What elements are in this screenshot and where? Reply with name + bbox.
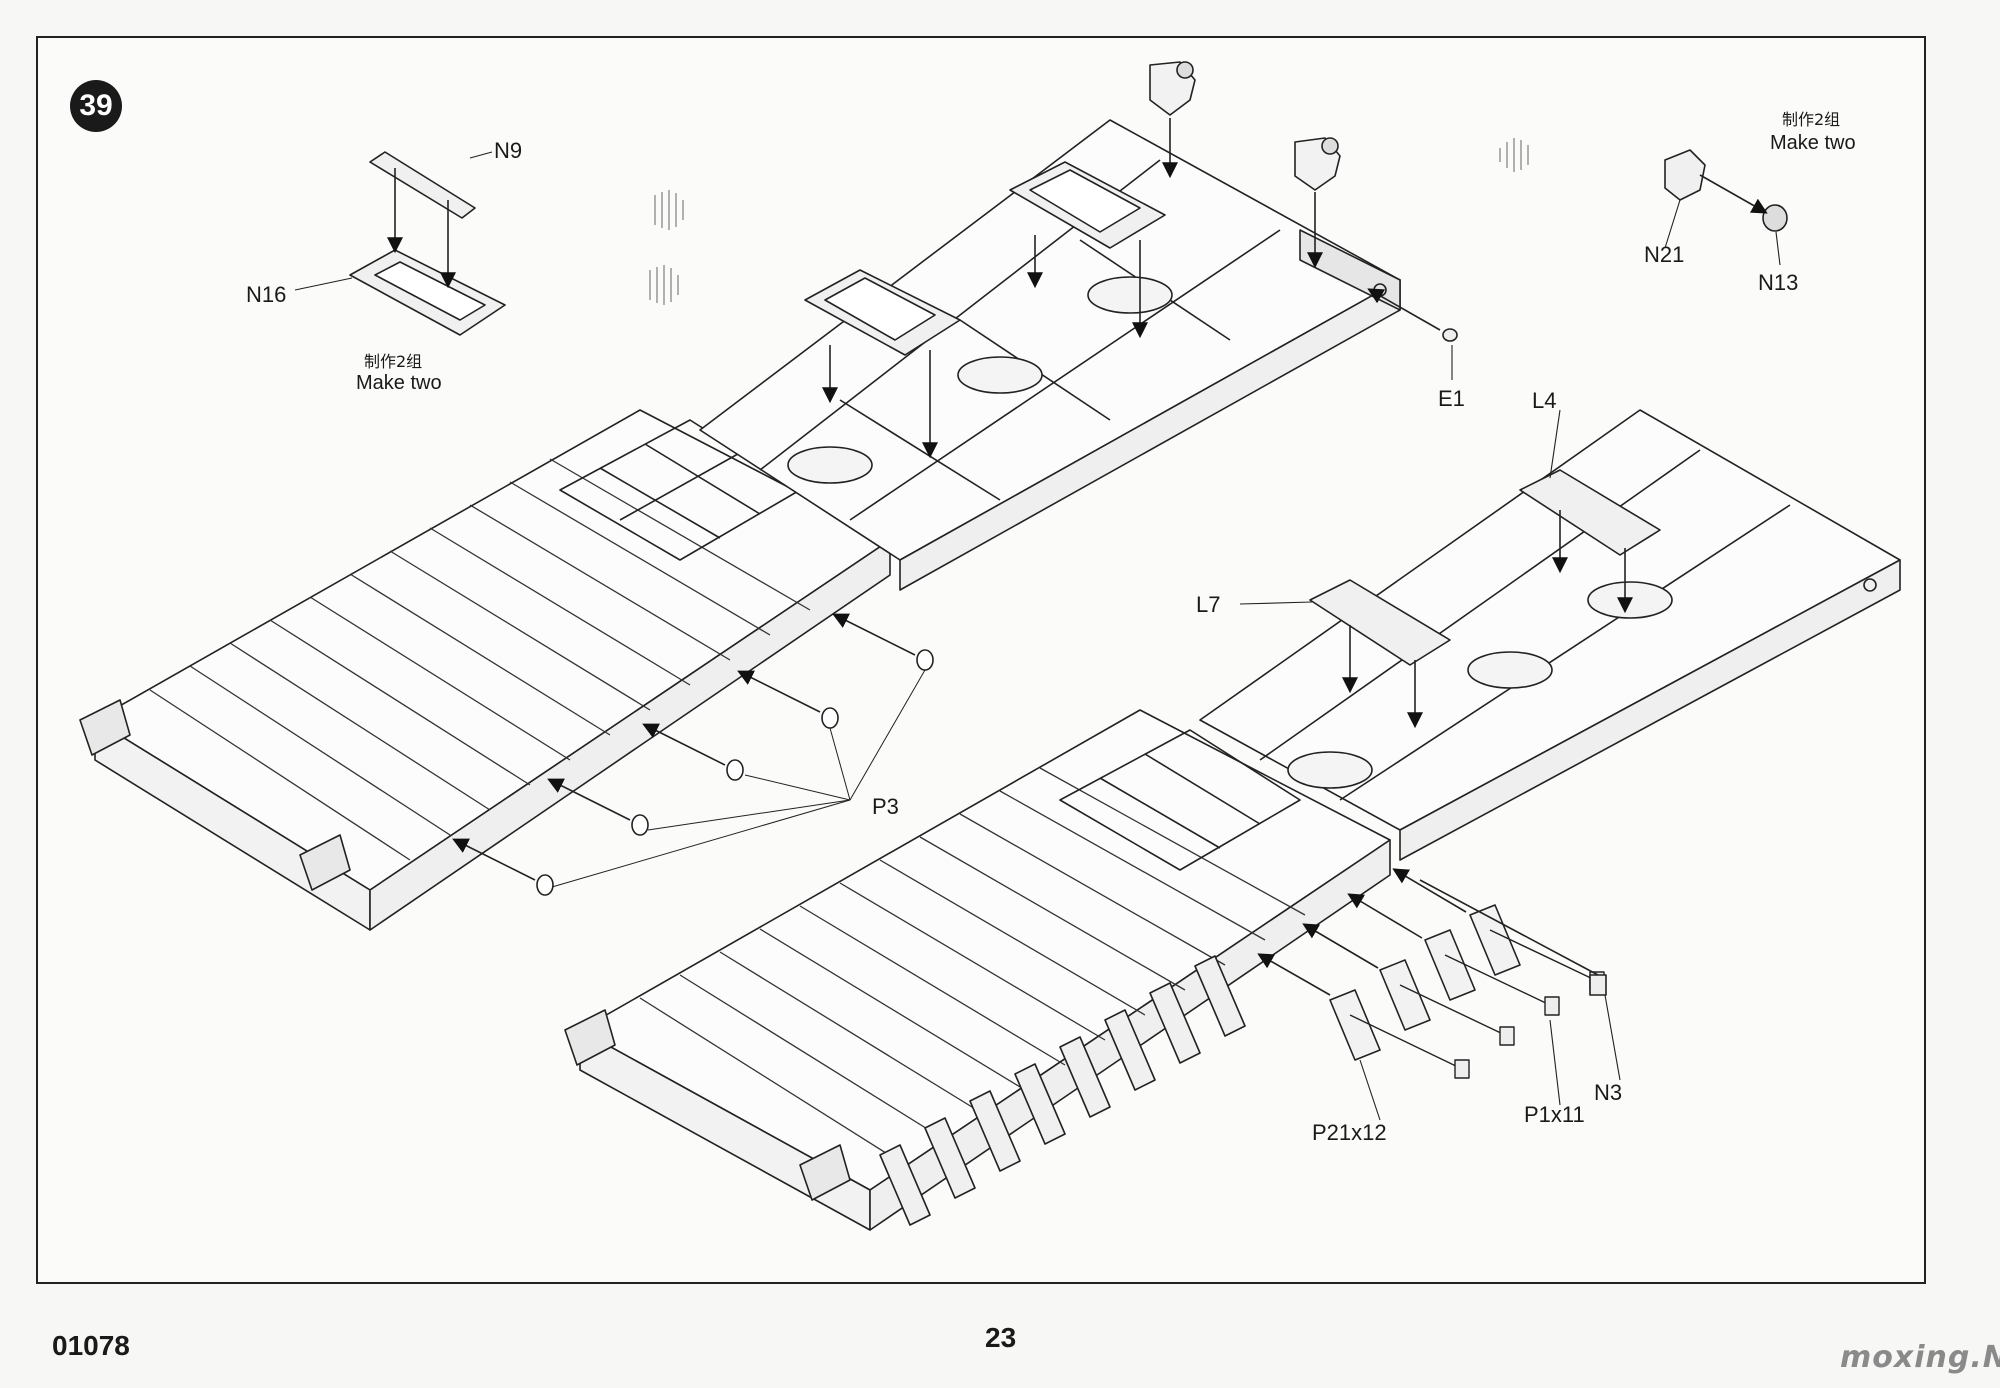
clip-part-2	[1294, 137, 1341, 191]
right-trailer-deck	[564, 409, 1901, 1231]
direction-hatch-marks	[649, 138, 1529, 305]
bracket-part-upper-1	[804, 269, 961, 356]
label-n16: N16	[246, 282, 287, 307]
p21-outrigger-parts	[1329, 904, 1521, 1061]
n21-part	[1664, 149, 1706, 201]
label-n3: N3	[1594, 1080, 1623, 1105]
note-right-en: Make two	[1770, 132, 1856, 154]
l7-bracket	[1309, 579, 1451, 729]
n3-end-cap	[1419, 879, 1607, 996]
p1-arms	[1349, 929, 1605, 1079]
label-p1x11: P1x11	[1524, 1102, 1585, 1127]
label-n13: N13	[1758, 270, 1799, 295]
n16-bracket	[349, 168, 506, 336]
n13-part	[1699, 174, 1788, 232]
page-number: 23	[985, 1322, 1017, 1353]
l4-bracket	[1519, 469, 1661, 614]
e1-pin	[1367, 288, 1458, 342]
watermark: moxing.NET	[1840, 1340, 2000, 1375]
note-left-en: Make two	[356, 372, 442, 394]
label-p21x12: P21x12	[1312, 1120, 1387, 1145]
clip-part-1	[1149, 61, 1196, 116]
label-n21: N21	[1644, 242, 1685, 267]
left-trailer-deck	[79, 119, 1401, 931]
label-p3: P3	[872, 794, 899, 819]
note-right-cn: 制作2组	[1782, 110, 1841, 129]
label-l4: L4	[1532, 388, 1557, 413]
p3-washers	[452, 613, 934, 896]
label-n9: N9	[494, 138, 523, 163]
note-left-cn: 制作2组	[364, 352, 423, 371]
step-number-badge: 39	[70, 80, 122, 132]
bracket-part-upper-2	[1009, 161, 1166, 249]
n9-plate	[369, 151, 476, 219]
label-l7: L7	[1196, 592, 1221, 617]
label-e1: E1	[1438, 386, 1465, 411]
product-code: 01078	[52, 1330, 130, 1361]
